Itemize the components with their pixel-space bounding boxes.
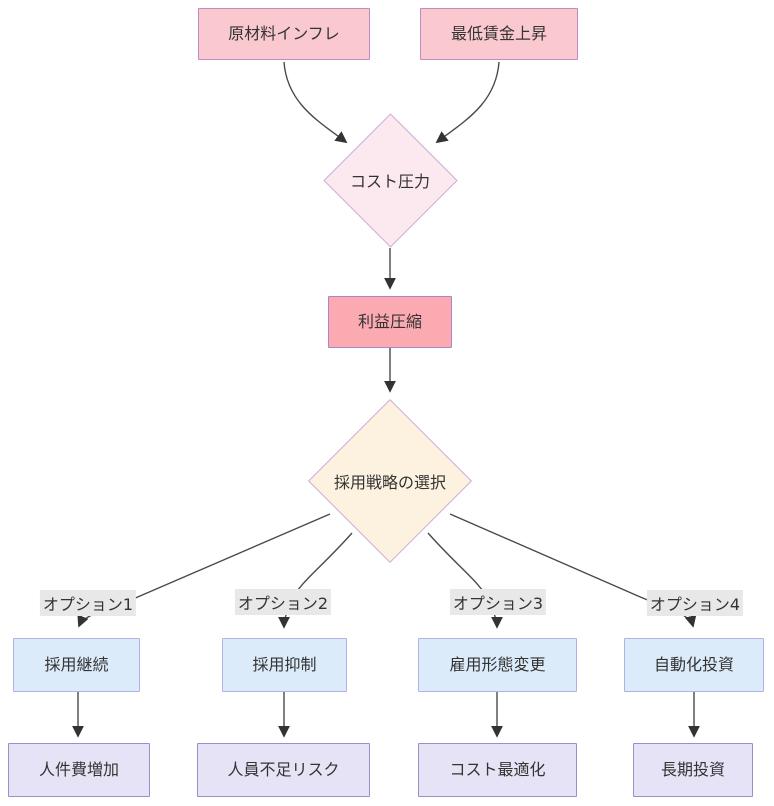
node-continue-hiring: 採用継続 — [13, 638, 140, 692]
node-hiring-strategy-choice: 採用戦略の選択 — [307, 398, 473, 564]
node-automation-investment: 自動化投資 — [624, 638, 764, 692]
node-label: 人員不足リスク — [227, 760, 340, 779]
edge-label-option4: オプション4 — [646, 590, 744, 616]
node-label: コスト最適化 — [449, 760, 546, 779]
node-label: 利益圧縮 — [357, 312, 422, 331]
node-min-wage-increase: 最低賃金上昇 — [420, 8, 578, 60]
node-hiring-restraint: 採用抑制 — [222, 638, 347, 692]
edge-label-option2: オプション2 — [234, 589, 332, 615]
node-label: 採用継続 — [44, 655, 109, 674]
node-label: 最低賃金上昇 — [450, 24, 547, 43]
node-label: 原材料インフレ — [228, 24, 340, 43]
node-label: 採用戦略の選択 — [333, 473, 446, 492]
node-labor-cost-increase: 人件費増加 — [8, 743, 150, 797]
edge-label-option1: オプション1 — [39, 590, 137, 616]
node-label: コスト圧力 — [349, 172, 430, 191]
edge-raw-material-to-cost-pressure — [283, 61, 348, 144]
node-label: 雇用形態変更 — [449, 655, 546, 674]
node-label: 長期投資 — [660, 760, 725, 779]
node-raw-material-inflation: 原材料インフレ — [198, 8, 370, 60]
edge-label-option3: オプション3 — [449, 589, 547, 615]
node-label: 自動化投資 — [653, 655, 734, 674]
node-label: 人件費増加 — [38, 760, 119, 779]
edge-min-wage-to-cost-pressure — [435, 61, 500, 144]
node-long-term-investment: 長期投資 — [633, 743, 753, 797]
node-employment-type-change: 雇用形態変更 — [418, 638, 577, 692]
node-cost-pressure: コスト圧力 — [322, 112, 458, 248]
node-label: 採用抑制 — [252, 655, 317, 674]
node-profit-squeeze: 利益圧縮 — [328, 296, 452, 348]
node-staff-shortage-risk: 人員不足リスク — [197, 743, 370, 797]
node-cost-optimization: コスト最適化 — [418, 743, 577, 797]
